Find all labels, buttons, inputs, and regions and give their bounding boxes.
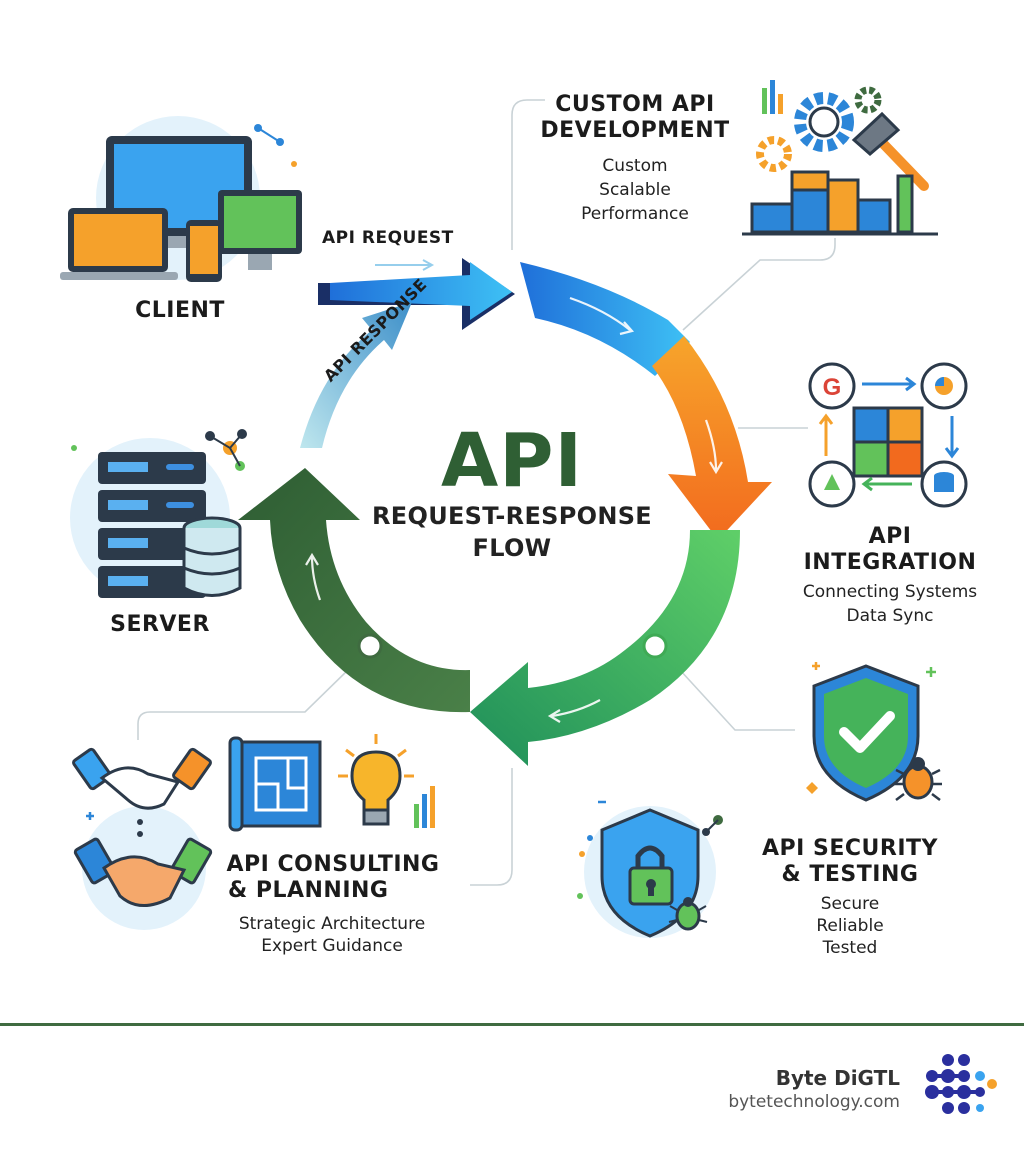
node-left — [357, 633, 383, 659]
custom-dev-item-3: Performance — [581, 204, 689, 224]
svg-text:G: G — [823, 374, 842, 401]
hammer-icon — [851, 111, 929, 191]
consulting-item-1: Strategic Architecture — [238, 914, 426, 934]
center-title: API — [440, 418, 584, 504]
green-segment — [470, 530, 740, 766]
puzzle-icon: G — [808, 362, 968, 508]
bug-icon — [894, 757, 942, 801]
security-item-3: Tested — [822, 938, 878, 958]
brand-name: Byte DiGTL — [775, 1066, 900, 1090]
server-icon — [70, 429, 247, 598]
database-icon — [182, 516, 242, 597]
blueprint-icon — [228, 736, 322, 832]
shield-lock-icon — [577, 800, 723, 938]
shield-check-icon — [806, 662, 942, 802]
security-item-2: Reliable — [816, 916, 884, 936]
footer-divider — [0, 1023, 1024, 1026]
consulting-title-1: API CONSULTING — [226, 852, 440, 877]
footer — [0, 1026, 1024, 1154]
integration-item-1: Connecting Systems — [802, 582, 978, 602]
response-arrow — [300, 302, 412, 448]
security-title-2: & TESTING — [781, 862, 919, 887]
client-label: CLIENT — [135, 298, 225, 323]
custom-dev-title-2: DEVELOPMENT — [540, 118, 730, 143]
devices-icon — [60, 116, 302, 282]
gears-icon — [742, 80, 938, 236]
lightbulb-icon — [338, 734, 435, 828]
consulting-title-2: & PLANNING — [228, 878, 389, 903]
security-item-1: Secure — [820, 894, 880, 914]
center-subtitle-2: FLOW — [472, 534, 552, 562]
cycle-diagram — [137, 99, 836, 886]
server-label: SERVER — [110, 612, 210, 637]
consulting-item-2: Expert Guidance — [261, 936, 403, 956]
node-right — [642, 633, 668, 659]
security-title-1: API SECURITY — [762, 836, 938, 861]
handshake-icon — [72, 747, 213, 930]
logo-icon — [925, 1054, 997, 1114]
custom-dev-item-2: Scalable — [599, 180, 671, 200]
request-label: API REQUEST — [322, 228, 454, 248]
brand-url: bytetechnology.com — [728, 1092, 900, 1112]
integration-title-1: API — [868, 524, 912, 549]
center-subtitle-1: REQUEST-RESPONSE — [372, 502, 652, 530]
custom-dev-title-1: CUSTOM API — [555, 92, 715, 117]
custom-dev-item-1: Custom — [602, 156, 668, 176]
integration-item-2: Data Sync — [846, 606, 934, 626]
dark-green-segment — [238, 468, 470, 713]
integration-title-2: INTEGRATION — [803, 550, 977, 575]
connector-lines — [137, 99, 836, 886]
